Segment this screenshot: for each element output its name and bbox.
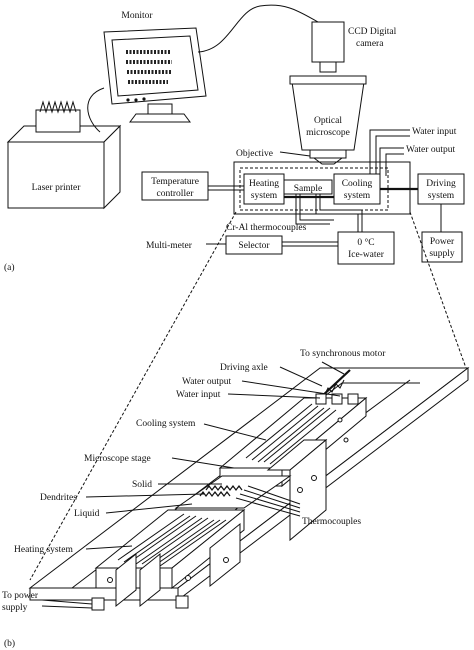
selector: [225, 235, 283, 255]
power-label-1: Power: [430, 237, 455, 247]
sample-label: Sample: [294, 184, 323, 194]
part-a-label: (a): [4, 262, 15, 273]
driving-axle-label: Driving axle: [220, 363, 268, 373]
temp-label-1: Temperature: [151, 177, 199, 187]
heating-system-b-label: Heating system: [14, 545, 73, 555]
power-label-2: supply: [429, 249, 455, 259]
laser-printer: Laser printer: [6, 100, 122, 210]
sample-strip: [174, 475, 292, 509]
solid-label: Solid: [132, 480, 152, 490]
cooling-label-1: Cooling: [342, 179, 373, 189]
thermocouples-a-label: Cr-Al thermocouples: [226, 223, 307, 233]
ccd-camera: CCD Digital camera: [311, 21, 397, 73]
cooling-label-2: system: [344, 191, 371, 201]
water-input-b-label: Water input: [176, 390, 221, 400]
water-input-label: Water input: [412, 127, 457, 137]
to-sync-motor-label: To synchronous motor: [300, 349, 386, 359]
ice-label-1: 0 °C: [357, 237, 374, 248]
monitor: Monitor: [103, 11, 207, 123]
to-power-label-2: supply: [2, 603, 28, 613]
power-supply: [421, 231, 463, 263]
water-output-label: Water output: [406, 145, 455, 155]
dendrites-label: Dendrites: [40, 493, 77, 503]
objective-label: Objective: [236, 149, 273, 159]
temperature-controller: [141, 171, 209, 201]
liquid-label: Liquid: [74, 509, 100, 519]
multimeter-label: Multi-meter: [146, 241, 193, 251]
heating-block: [91, 508, 246, 611]
monitor-label: Monitor: [121, 11, 153, 21]
monitor-dendrite-image: [126, 50, 172, 84]
driving-label-1: Driving: [426, 179, 456, 189]
ice-water: [337, 231, 395, 265]
temp-label-2: controller: [157, 189, 195, 199]
to-power-label-1: To power: [2, 591, 39, 601]
ice-label-2: Ice-water: [348, 250, 385, 260]
optical-label-2: microscope: [306, 128, 350, 138]
water-output-b-label: Water output: [182, 377, 231, 387]
heating-label-2: system: [251, 191, 278, 201]
heating-label-1: Heating: [249, 179, 279, 189]
laser-printer-label: Laser printer: [32, 183, 82, 193]
thermocouples-b-label: Thermocouples: [302, 517, 361, 527]
driving-system: [417, 173, 465, 205]
optical-label-1: Optical: [314, 116, 342, 126]
sample: [283, 179, 333, 195]
part-b-label: (b): [4, 638, 15, 649]
selector-label: Selector: [238, 241, 270, 251]
ccd-label-2: camera: [356, 39, 384, 49]
microscope-stage-label: Microscope stage: [84, 454, 151, 464]
optical-microscope: Optical microscope: [289, 75, 367, 165]
cooling-system: [333, 173, 381, 205]
cooling-system-b-label: Cooling system: [136, 419, 196, 429]
driving-label-2: system: [428, 191, 455, 201]
ccd-label-1: CCD Digital: [348, 27, 397, 37]
